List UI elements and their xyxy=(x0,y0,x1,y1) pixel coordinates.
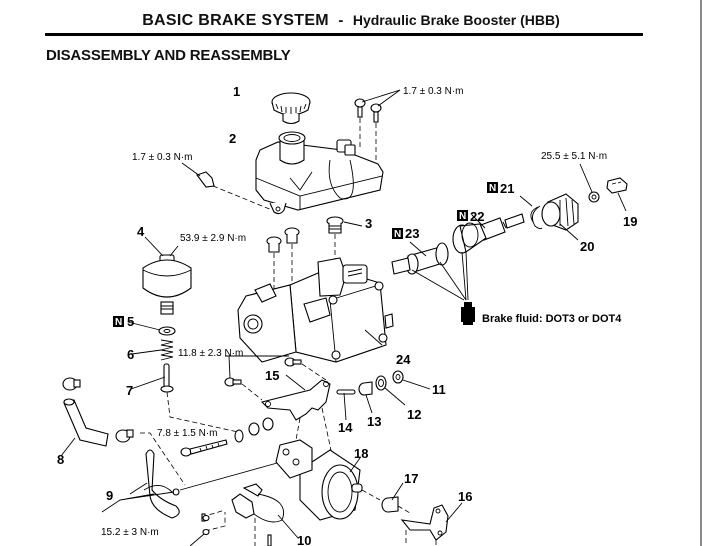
part-label-12: 12 xyxy=(407,407,421,422)
part-8-hose xyxy=(60,398,109,457)
hose-clamps xyxy=(62,377,186,486)
part-21-snap-ring xyxy=(519,195,543,230)
part-5-seal xyxy=(127,321,176,336)
lubrication-leader-lines xyxy=(411,251,469,301)
torque-reservoir-bolts: 1.7 ± 0.3 N·m xyxy=(403,86,464,97)
bolt-bushings xyxy=(234,417,274,443)
part-22-piston xyxy=(452,213,525,254)
part-label-22: 22 xyxy=(470,209,484,224)
part-label-2: 2 xyxy=(229,131,236,146)
part-label-19: 19 xyxy=(623,214,637,229)
part-label-5: 5 xyxy=(127,314,134,329)
part-19-clip xyxy=(606,177,628,212)
part-label-1: 1 xyxy=(233,84,240,99)
part-20-boot xyxy=(541,193,579,241)
torque-long-bolt: 7.8 ± 1.5 N·m xyxy=(157,428,218,439)
part-label-15: 15 xyxy=(265,368,279,383)
part-2-reservoir xyxy=(255,131,384,215)
svg-text:N: N xyxy=(394,229,401,240)
part-3-plug xyxy=(326,216,363,262)
part-label-6: 6 xyxy=(127,347,134,362)
part-1-reservoir-cap xyxy=(271,92,311,125)
header-separator: - xyxy=(338,12,344,29)
part-label-20: 20 xyxy=(580,239,594,254)
part-18-motor xyxy=(275,439,381,521)
part-label-8: 8 xyxy=(57,452,64,467)
part-17-bushing xyxy=(381,482,411,514)
part-4-accumulator xyxy=(142,236,192,315)
torque-pipe-9: 15.2 ± 3 N·m xyxy=(101,527,159,538)
part-13-bushing xyxy=(358,381,373,414)
torque-accumulator: 53.9 ± 2.9 N·m xyxy=(180,233,246,244)
brake-fluid-note: Brake fluid: DOT3 or DOT4 xyxy=(482,313,622,325)
part-14-pin xyxy=(336,389,356,421)
torque-bracket-15: 11.8 ± 2.3 N·m xyxy=(178,348,243,359)
new-part-badge-23: N xyxy=(392,228,403,240)
long-bolt xyxy=(180,439,228,457)
page-border-right xyxy=(700,0,702,546)
part-label-24: 24 xyxy=(396,352,411,367)
part-label-14: 14 xyxy=(338,420,353,435)
brake-fluid-bottle-icon xyxy=(461,302,475,325)
torque-nut-19: 25.5 ± 5.1 N·m xyxy=(541,151,607,162)
header-subsystem-title: Hydraulic Brake Booster (HBB) xyxy=(352,12,560,28)
part-label-11: 11 xyxy=(432,382,446,397)
part-label-23: 23 xyxy=(405,226,419,241)
reservoir-mounting-bolts xyxy=(354,89,401,160)
svg-text:N: N xyxy=(115,317,122,328)
part-label-7: 7 xyxy=(126,383,133,398)
part-label-16: 16 xyxy=(458,489,472,504)
new-part-badge-5: N xyxy=(113,316,124,328)
part-15-bracket xyxy=(224,355,333,456)
header-system-title: BASIC BRAKE SYSTEM xyxy=(142,12,329,29)
part-16-bracket xyxy=(400,502,463,546)
part-label-9: 9 xyxy=(106,488,113,503)
part-23-piston xyxy=(391,241,449,275)
new-part-badge-22: N xyxy=(457,210,468,222)
new-part-badge-21: N xyxy=(487,182,498,194)
part-11-washer xyxy=(392,370,431,390)
part-label-21: 21 xyxy=(500,181,514,196)
section-title: DISASSEMBLY AND REASSEMBLY xyxy=(46,47,291,64)
part-label-17: 17 xyxy=(404,471,418,486)
part-label-3: 3 xyxy=(365,216,372,231)
svg-text:N: N xyxy=(489,183,496,194)
page-header: BASIC BRAKE SYSTEM - Hydraulic Brake Boo… xyxy=(0,12,702,30)
reservoir-side-screw xyxy=(181,162,273,211)
nut-25-5 xyxy=(579,163,600,203)
part-10-harness xyxy=(201,483,299,546)
bottom-screws xyxy=(189,514,210,546)
valve-plugs xyxy=(266,227,300,292)
part-label-4: 4 xyxy=(137,224,145,239)
part-label-13: 13 xyxy=(367,414,381,429)
part-12-nut xyxy=(375,375,406,406)
part-6-spring xyxy=(131,339,174,361)
torque-reservoir-side: 1.7 ± 0.3 N·m xyxy=(132,152,193,163)
part-7-pin xyxy=(130,363,239,433)
part-label-18: 18 xyxy=(354,446,368,461)
svg-text:N: N xyxy=(459,211,466,222)
part-label-10: 10 xyxy=(297,533,311,546)
header-rule xyxy=(45,33,643,36)
part-24-hydraulic-unit xyxy=(237,257,394,363)
part-9-pipe xyxy=(101,449,289,519)
